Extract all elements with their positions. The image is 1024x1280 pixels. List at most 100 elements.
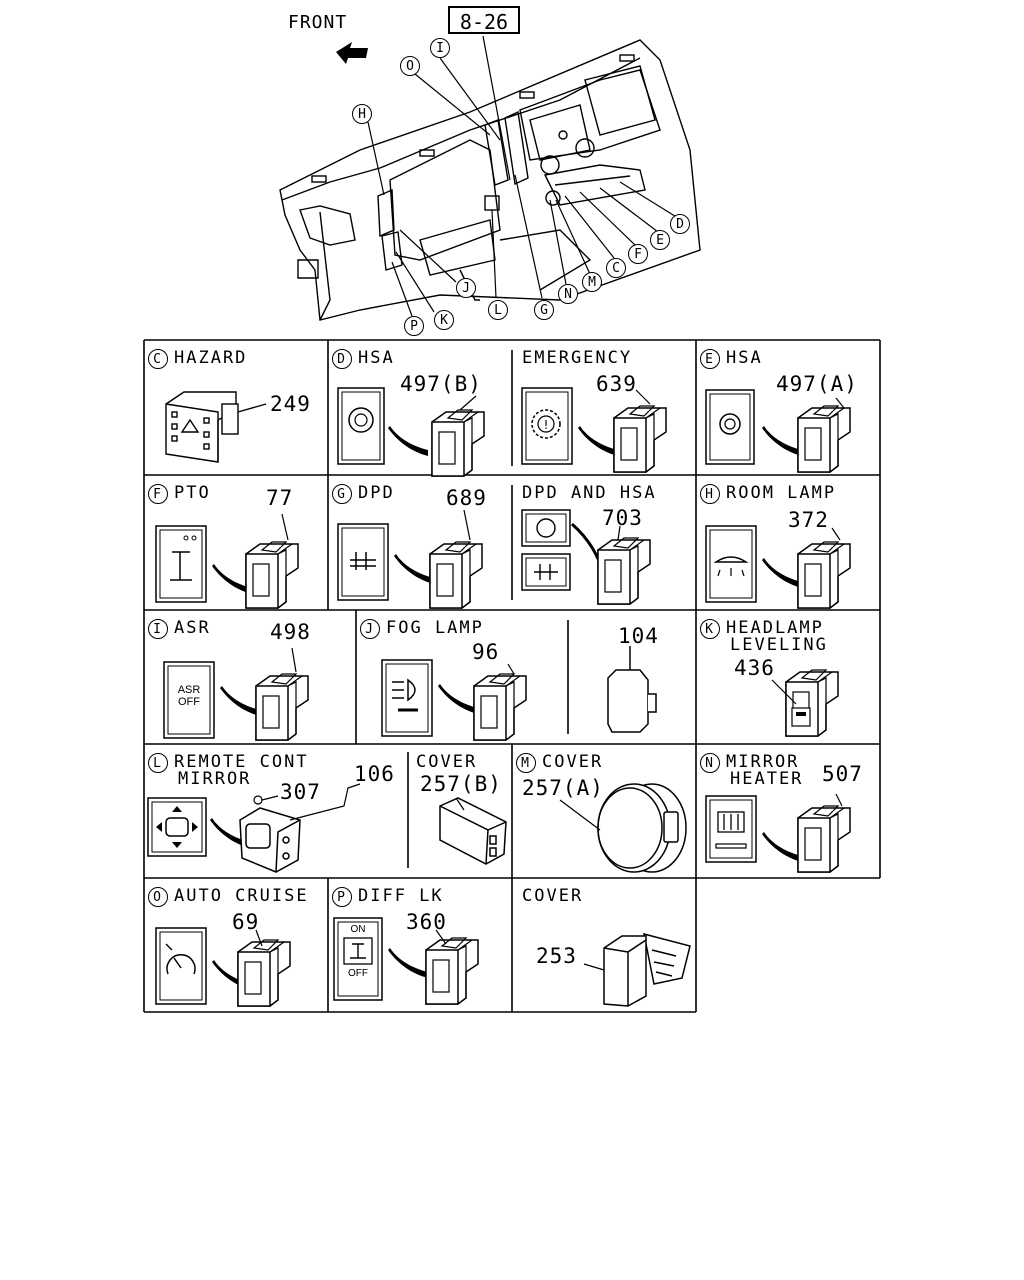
asr-off-switch-label: ASR OFF [177, 684, 201, 708]
letter-badge-P: P [332, 887, 352, 907]
part-number-249: 249 [270, 392, 311, 416]
remote-mirror-icon-panel [147, 797, 207, 857]
part-number-497a: 497(A) [776, 372, 858, 396]
cell-title-headlamp-leveling-line2: LEVELING [730, 635, 828, 655]
callout-N: N [558, 284, 578, 304]
dpd-icon-panel [337, 523, 389, 601]
hazard-switch-drawing [165, 391, 267, 463]
callout-L: L [488, 300, 508, 320]
auto-cruise-switch-drawing [237, 939, 291, 1007]
dashboard-overview-drawing [279, 35, 701, 321]
letter-badge-F: F [148, 484, 168, 504]
auto-cruise-icon-panel [155, 927, 207, 1005]
front-label: FRONT [288, 12, 348, 33]
callout-I: I [430, 38, 450, 58]
part-104-drawing [607, 646, 657, 733]
room-lamp-icon-panel [705, 525, 757, 603]
hsa-b-switch-drawing [431, 409, 485, 477]
callout-F: F [628, 244, 648, 264]
cover-257b-drawing [439, 797, 507, 865]
part-number-69: 69 [232, 910, 260, 934]
part-number-104: 104 [618, 624, 659, 648]
fog-lamp-icon-panel [381, 659, 433, 737]
emergency-switch-drawing [613, 405, 667, 473]
part-number-77: 77 [266, 486, 294, 510]
letter-badge-L: L [148, 753, 168, 773]
cell-title-emergency: EMERGENCY [522, 348, 633, 368]
cover-257a-drawing [597, 783, 687, 873]
cell-title-mirror-heater-line2: HEATER [730, 769, 804, 789]
mirror-heater-icon-panel [705, 795, 757, 863]
dpd-hsa-icon-panels [521, 509, 571, 591]
mirror-heater-switch-drawing [797, 805, 851, 873]
pto-switch-drawing [245, 541, 299, 609]
front-arrow-icon [336, 42, 368, 64]
letter-badge-J: J [360, 619, 380, 639]
letter-badge-K: K [700, 619, 720, 639]
part-number-498: 498 [270, 620, 311, 644]
letter-badge-E: E [700, 349, 720, 369]
letter-badge-N: N [700, 753, 720, 773]
callout-J: J [456, 278, 476, 298]
part-number-307: 307 [280, 780, 321, 804]
part-number-507: 507 [822, 762, 863, 786]
callout-D: D [670, 214, 690, 234]
asr-icon-panel [163, 661, 215, 739]
cell-title-cover-b: COVER [416, 752, 478, 772]
part-number-703: 703 [602, 506, 643, 530]
remote-mirror-switch-drawing [239, 807, 301, 873]
letter-badge-H: H [700, 484, 720, 504]
callout-E: E [650, 230, 670, 250]
callout-C: C [606, 258, 626, 278]
diff-lock-off-label: OFF [348, 968, 368, 979]
cell-title-cover-253: COVER [522, 886, 584, 906]
part-number-96: 96 [472, 640, 500, 664]
pto-icon-panel [155, 525, 207, 603]
diff-lock-switch-drawing [425, 937, 479, 1005]
hsa-a-switch-drawing [797, 405, 851, 473]
callout-G: G [534, 300, 554, 320]
room-lamp-switch-drawing [797, 541, 851, 609]
letter-badge-O: O [148, 887, 168, 907]
callout-H: H [352, 104, 372, 124]
letter-badge-D: D [332, 349, 352, 369]
part-number-436: 436 [734, 656, 775, 680]
letter-badge-C: C [148, 349, 168, 369]
cover-253-drawing [603, 932, 691, 1007]
cell-title-dpd-and-hsa: DPD AND HSA [522, 483, 657, 503]
part-number-257b: 257(B) [420, 772, 502, 796]
part-number-257a: 257(A) [522, 776, 604, 800]
emergency-icon-panel: ! [521, 387, 573, 465]
part-number-253: 253 [536, 944, 577, 968]
letter-badge-G: G [332, 484, 352, 504]
dpd-hsa-switch-drawing [597, 537, 651, 605]
hsa-a-icon-panel [705, 389, 755, 465]
hsa-b-icon-panel [337, 387, 385, 465]
part-number-372: 372 [788, 508, 829, 532]
cell-title-remote-mirror-line2: MIRROR [178, 769, 252, 789]
fog-lamp-switch-drawing [473, 673, 527, 741]
diff-lock-on-label: ON [350, 924, 366, 935]
letter-badge-M: M [516, 753, 536, 773]
part-number-639: 639 [596, 372, 637, 396]
page-code-box: 8-26 [448, 6, 520, 34]
callout-P: P [404, 316, 424, 336]
letter-badge-I: I [148, 619, 168, 639]
dpd-switch-drawing [429, 541, 483, 609]
part-number-689: 689 [446, 486, 487, 510]
callout-M: M [582, 272, 602, 292]
part-number-106: 106 [354, 762, 395, 786]
callout-K: K [434, 310, 454, 330]
